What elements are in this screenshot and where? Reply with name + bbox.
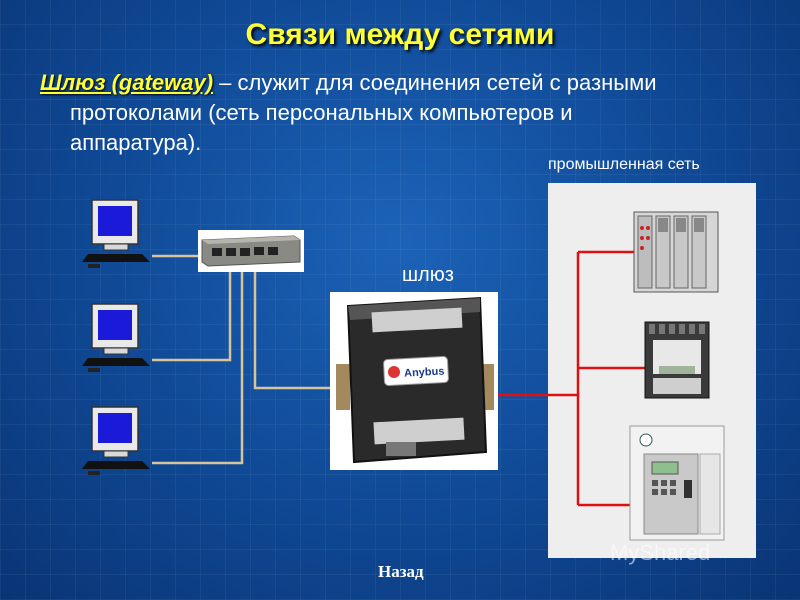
network-switch [198,230,304,272]
ethernet-link-gateway [253,254,332,390]
computer-icon [82,303,150,372]
watermark-text: MyShared [610,540,711,565]
description: Шлюз (gateway) – служит для соединения с… [40,68,760,158]
control-unit-icon [629,425,725,541]
network-switch-icon [201,235,301,267]
computer-icon [82,406,150,475]
panel-meter-icon [644,321,710,399]
ethernet-link-pc3 [152,254,244,465]
description-line1: – служит для соединения сетей с разными [213,70,657,95]
computer-icon [82,199,150,268]
gateway-term: Шлюз (gateway) [40,70,214,95]
gateway-label: шлюз [402,264,454,286]
description-line3: аппаратура). [70,130,202,155]
industrial-network-label: промышленная сеть [548,156,700,173]
description-line2: протоколами (сеть персональных компьютер… [70,100,573,125]
ethernet-link-pc2 [152,254,232,362]
slide-title: Связи между сетями [245,18,555,51]
gateway-brand-text: Anybus [404,366,445,380]
plc-controller-icon [633,211,719,293]
gateway-device-icon: Anybus [336,296,494,464]
gateway-device: Anybus [330,292,498,470]
back-link[interactable]: Назад [378,562,424,581]
